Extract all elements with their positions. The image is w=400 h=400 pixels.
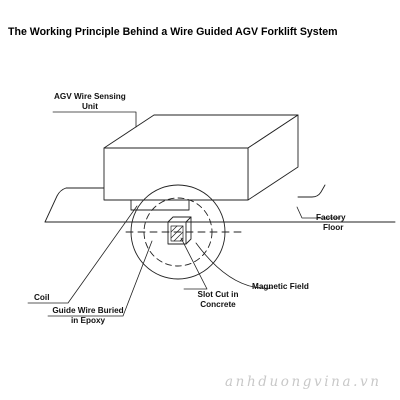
factory-floor-surface [44, 184, 396, 223]
label-magnetic-field: Magnetic Field [252, 282, 309, 291]
leader-sensing-unit [52, 111, 137, 128]
coil [130, 199, 190, 211]
label-sensing-unit: AGV Wire Sensing Unit [54, 92, 126, 111]
leader-factory-floor [296, 206, 341, 219]
leader-lines [27, 111, 341, 317]
label-coil: Coil [34, 293, 50, 302]
wire-sensing-unit-box [103, 114, 299, 201]
label-guide-wire: Guide Wire Buried in Epoxy [52, 306, 124, 325]
page-title: The Working Principle Behind a Wire Guid… [8, 26, 338, 38]
leader-slot-cut [180, 237, 208, 290]
slot-cut-in-concrete [167, 216, 192, 245]
label-slot-cut: Slot Cut in Concrete [197, 290, 239, 309]
leader-coil [27, 205, 138, 304]
guide-wire-epoxy [170, 225, 184, 242]
leader-magnetic-field [195, 242, 273, 289]
leader-guide-wire [47, 240, 153, 317]
watermark: anhduongvina.vn [225, 374, 382, 390]
label-factory-floor: Factory Floor [316, 213, 346, 232]
